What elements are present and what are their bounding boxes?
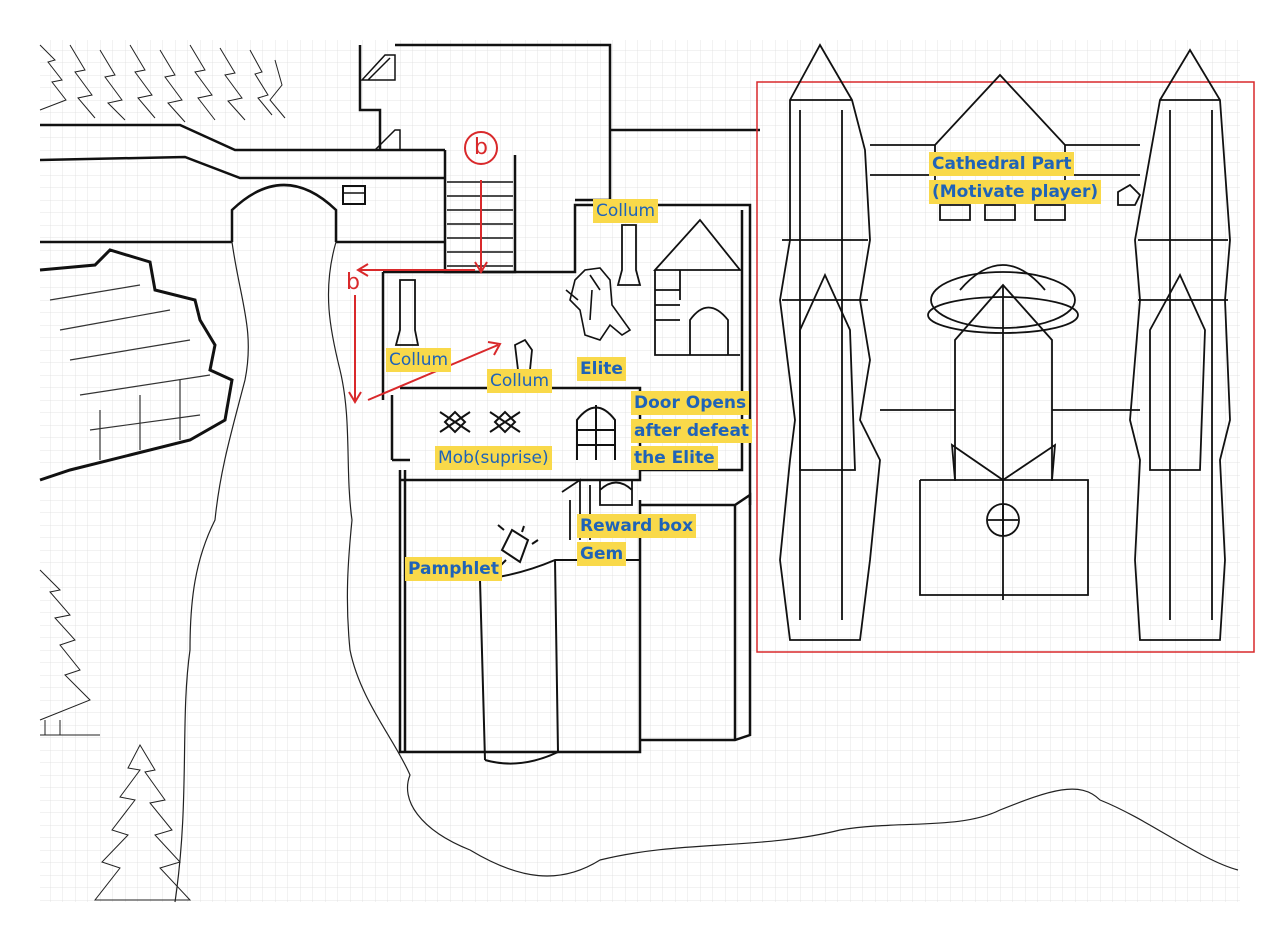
upper-fortification (358, 43, 760, 274)
marker-b-left: b (346, 270, 360, 295)
forest-left (39, 569, 192, 901)
chest-icon (342, 185, 366, 205)
right-wing-walls (652, 218, 742, 356)
label-mob-suprise: Mob(suprise) (435, 446, 552, 470)
mob-icons (439, 410, 521, 434)
cliff-left (39, 248, 234, 482)
locked-door (576, 405, 616, 460)
forest-top-left (39, 44, 286, 123)
label-cathedral-part: Cathedral Part (929, 152, 1075, 176)
label-the-elite: the Elite (631, 446, 718, 470)
label-collum-top: Collum (593, 199, 659, 223)
label-collum-left: Collum (386, 348, 452, 372)
label-door-opens: Door Opens (631, 391, 750, 415)
label-motivate-player: (Motivate player) (929, 180, 1102, 204)
label-after-defeat: after defeat (631, 419, 753, 443)
marker-b-top: b (474, 135, 488, 160)
cathedral-drawing (779, 43, 1231, 641)
route-arrows (348, 131, 502, 404)
label-pamphlet: Pamphlet (405, 557, 502, 581)
river-banks (174, 241, 1239, 903)
elite-creature (565, 267, 632, 341)
collum-pillars (394, 224, 642, 371)
label-reward-box: Reward box (577, 514, 697, 538)
label-elite: Elite (577, 357, 626, 381)
label-collum-mid: Collum (487, 369, 553, 393)
road-and-bridge (39, 123, 445, 244)
pamphlet-icon (497, 524, 539, 567)
label-gem: Gem (577, 542, 627, 566)
